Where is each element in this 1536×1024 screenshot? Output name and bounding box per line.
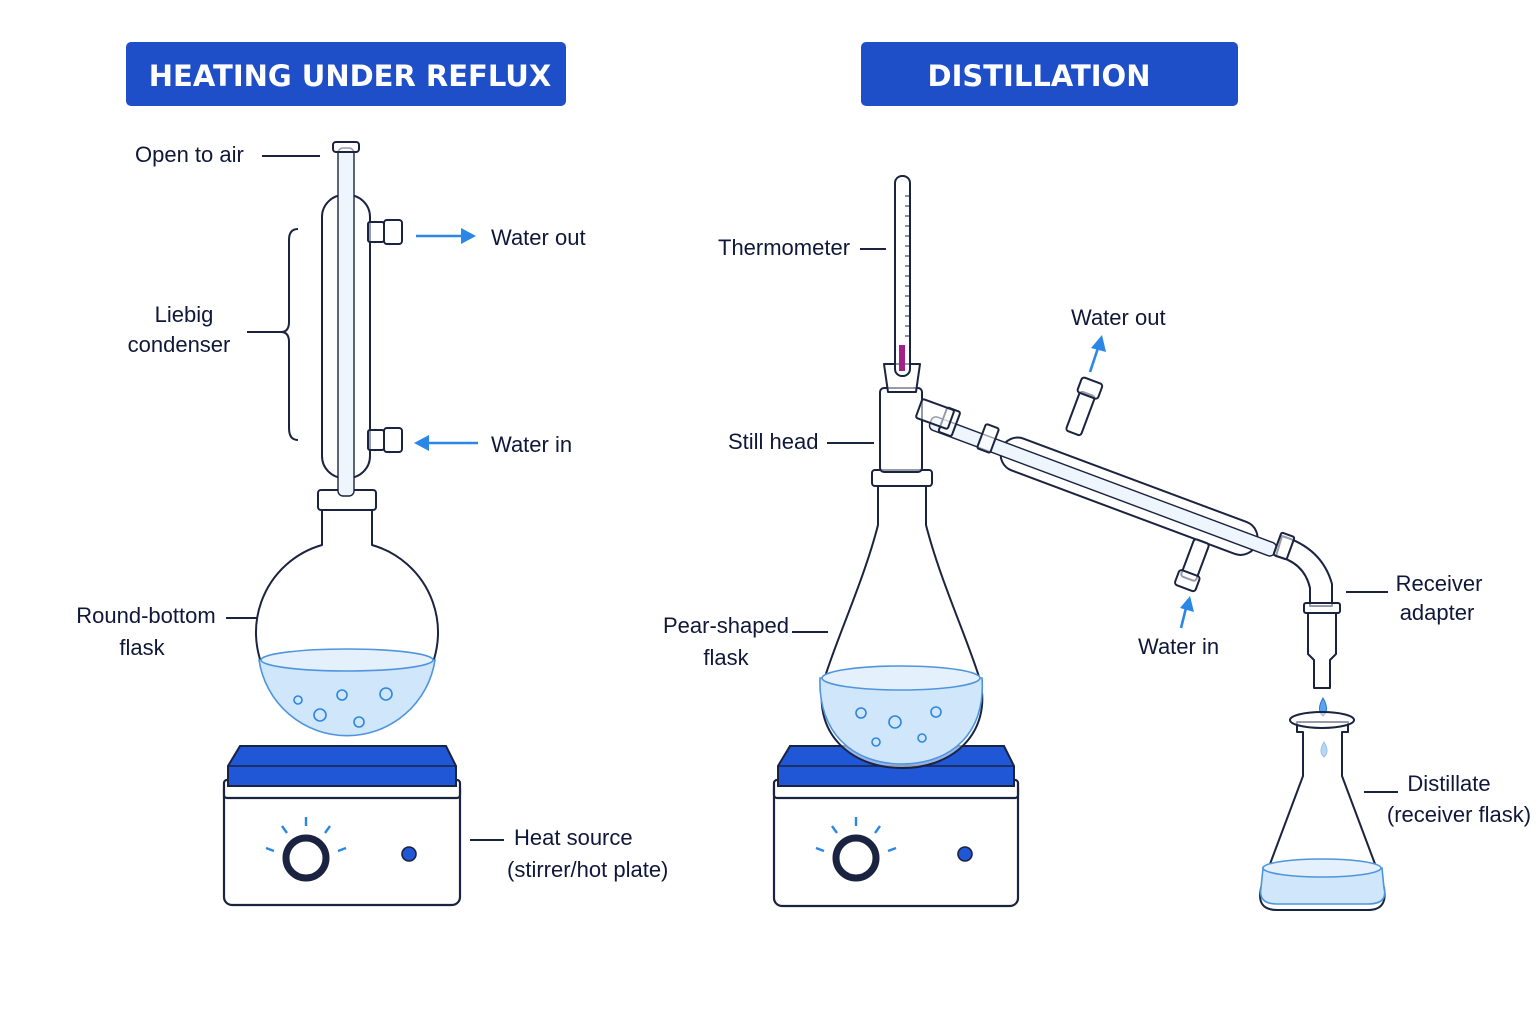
thermometer — [894, 175, 911, 377]
distillate-label-line1: Distillate — [1407, 771, 1490, 796]
liebig-condenser-label-line2: condenser — [128, 332, 231, 357]
liebig-bracket — [280, 228, 299, 441]
distillation-condenser — [928, 376, 1277, 593]
distillation-hot-plate — [772, 745, 1020, 908]
still-head-label: Still head — [728, 429, 819, 454]
receiver-flask — [1259, 711, 1386, 911]
distillation-title: DISTILLATION — [928, 59, 1151, 93]
reflux-panel: HEATING UNDER REFLUX — [76, 42, 668, 907]
receiver-adapter-label-line2: adapter — [1400, 600, 1475, 625]
thermometer-fluid — [899, 345, 905, 371]
distillation-water-in-arrow — [1179, 607, 1188, 629]
reflux-water-inlet — [367, 429, 385, 451]
round-bottom-flask-label-line2: flask — [119, 635, 165, 660]
round-bottom-flask — [255, 489, 439, 737]
reflux-water-in-label: Water in — [491, 432, 572, 457]
distillation-water-in-label: Water in — [1138, 634, 1219, 659]
distillate-liquid — [1259, 867, 1386, 905]
receiver-adapter — [1272, 531, 1341, 689]
open-to-air-label: Open to air — [135, 142, 244, 167]
distillation-temperature-knob[interactable] — [832, 834, 880, 882]
heat-source-label-line1: Heat source — [514, 825, 633, 850]
reflux-hot-plate — [222, 745, 462, 907]
reflux-water-outlet — [367, 221, 385, 243]
heat-source-label-line2: (stirrer/hot plate) — [507, 857, 668, 882]
reflux-title-banner — [126, 42, 566, 106]
pear-shaped-flask — [819, 469, 984, 769]
distillation-water-out-arrow — [1088, 347, 1100, 373]
thermometer-label: Thermometer — [718, 235, 850, 260]
receiver-adapter-label-line1: Receiver — [1396, 571, 1483, 596]
pear-shaped-flask-label-line2: flask — [703, 645, 749, 670]
liebig-condenser — [321, 141, 403, 497]
distillation-power-indicator — [957, 846, 973, 862]
round-bottom-flask-label-line1: Round-bottom — [76, 603, 215, 628]
reflux-temperature-knob[interactable] — [282, 834, 330, 882]
still-head — [879, 363, 955, 473]
reflux-water-out-label: Water out — [491, 225, 586, 250]
distillate-label-line2: (receiver flask) — [1387, 802, 1531, 827]
distillation-panel: DISTILLATION — [663, 42, 1531, 911]
distillation-water-out-label: Water out — [1071, 305, 1166, 330]
distillation-title-banner — [861, 42, 1238, 106]
liebig-condenser-label-line1: Liebig — [155, 302, 214, 327]
reflux-title: HEATING UNDER REFLUX — [149, 59, 551, 93]
pear-shaped-flask-label-line1: Pear-shaped — [663, 613, 789, 638]
reflux-power-indicator — [401, 846, 417, 862]
